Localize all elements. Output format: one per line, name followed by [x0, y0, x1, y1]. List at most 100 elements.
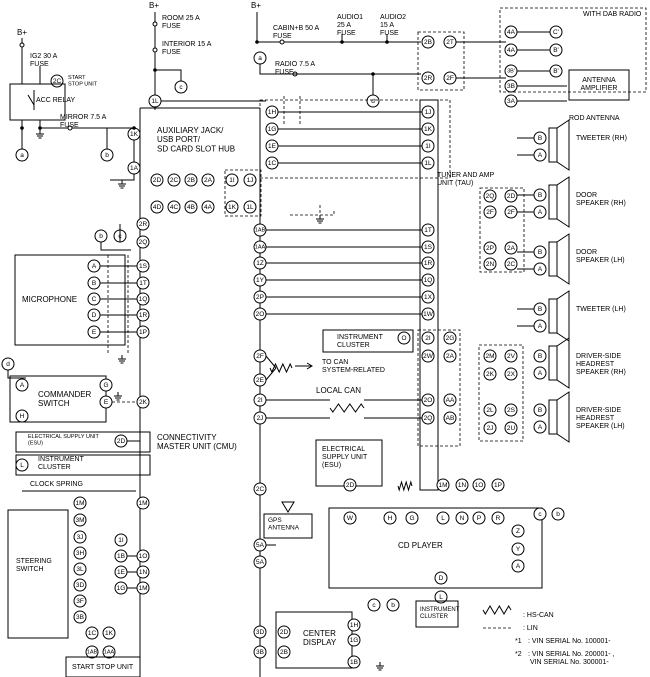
terminal	[102, 645, 116, 659]
terminal-label: B	[538, 353, 542, 360]
terminal-label: 2C	[170, 177, 179, 184]
terminal-label: B	[538, 306, 542, 313]
terminal	[347, 655, 361, 669]
b-plus-right: B+	[251, 1, 261, 10]
terminal	[243, 200, 257, 214]
terminal	[15, 409, 29, 423]
terminal-label: 3B	[507, 83, 515, 90]
terminal-label: P	[477, 515, 481, 522]
terminal	[136, 395, 150, 409]
terminal-label: 1AA	[104, 650, 115, 656]
tau-lower-dash	[417, 329, 461, 447]
terminal-label: L	[441, 515, 445, 522]
terminal	[99, 378, 113, 392]
terminal	[483, 349, 497, 363]
speaker-cone	[556, 290, 570, 342]
terminal-label: L	[439, 594, 443, 601]
terminal	[405, 511, 419, 525]
terminal-label: 2G	[446, 335, 455, 342]
terminal-label: 1J	[425, 109, 432, 116]
rod-antenna-label: ROD ANTENNA	[569, 115, 620, 122]
terminal	[167, 200, 181, 214]
terminal-label: N	[460, 515, 465, 522]
bc-wires	[100, 224, 131, 251]
terminal-label: H	[20, 413, 25, 420]
terminal-label: 3D	[256, 629, 265, 636]
terminal-label: 2N	[486, 261, 495, 268]
terminal-label: 1O	[475, 482, 484, 489]
terminal-label: 1R	[424, 260, 433, 267]
terminal	[85, 626, 99, 640]
terminal-label: 2A	[446, 353, 455, 360]
terminal-label: A	[92, 263, 97, 270]
terminal-label: a	[258, 55, 262, 62]
terminal	[436, 511, 450, 525]
terminal-label: 2D	[346, 482, 355, 489]
ground-symbol	[36, 130, 44, 139]
terminal	[504, 403, 518, 417]
terminal	[421, 35, 435, 49]
terminal	[511, 542, 525, 556]
terminal-label: 1C	[88, 630, 97, 637]
terminal	[201, 173, 215, 187]
terminal	[102, 626, 116, 640]
terminal-label: AA	[446, 397, 455, 404]
terminal-label: 3B'	[507, 69, 515, 75]
terminal-label: 2C	[53, 78, 62, 85]
hs-can-label: : HS-CAN	[523, 612, 554, 619]
tau-mid-dash	[479, 187, 525, 273]
terminal-label: A	[538, 266, 543, 273]
terminal-label: 2J	[257, 415, 264, 422]
terminal-label: 1K	[105, 630, 114, 637]
esu-small-label: ELECTRICAL SUPPLY UNIT(ESU)	[28, 434, 99, 446]
terminal	[533, 420, 547, 434]
terminal-label: E	[92, 329, 97, 336]
note2-label: : VIN SERIAL No. 200001- , VIN SERIAL No…	[528, 651, 615, 666]
terminal-label: c	[538, 511, 542, 518]
terminal-label: 1AB	[255, 228, 266, 234]
ground-symbol	[114, 392, 122, 401]
terminal-label: B	[538, 135, 542, 142]
terminal-label: 2O	[424, 397, 433, 404]
terminal	[504, 189, 518, 203]
speaker-cone	[556, 176, 570, 228]
tau-shield	[290, 205, 335, 216]
antenna-amp-box	[568, 69, 630, 101]
terminal	[483, 189, 497, 203]
terminal-label: 1X	[424, 294, 433, 301]
terminal	[201, 200, 215, 214]
terminal	[15, 458, 29, 472]
junction-dot	[340, 40, 344, 44]
radio-wire	[259, 64, 421, 75]
terminal-label: A	[516, 563, 521, 570]
terminal-label: A	[538, 152, 543, 159]
terminal-label: 2W	[423, 353, 434, 360]
terminal-label: 2Q	[424, 415, 433, 422]
fuse-link	[19, 42, 25, 48]
terminal-label: 2C	[507, 261, 516, 268]
ground-symbol	[316, 215, 324, 224]
terminal	[491, 511, 505, 525]
terminal	[150, 173, 164, 187]
terminal-label: D	[439, 575, 444, 582]
terminal-label: b	[99, 233, 103, 240]
terminal-label: 2B	[280, 649, 288, 656]
terminal-label: 2X	[507, 371, 516, 378]
terminal-label: A	[20, 382, 25, 389]
terminal-label: 1E	[117, 569, 126, 576]
terminal-label: 1K	[424, 126, 433, 133]
terminal-label: AB	[446, 415, 455, 422]
with-dab-label: WITH DAB RADIO	[583, 11, 642, 18]
speaker-body	[548, 127, 558, 163]
terminal	[73, 594, 87, 608]
terminal-label: 1I	[425, 143, 431, 150]
note1-label: : VIN SERIAL No. 100001-	[528, 638, 611, 645]
